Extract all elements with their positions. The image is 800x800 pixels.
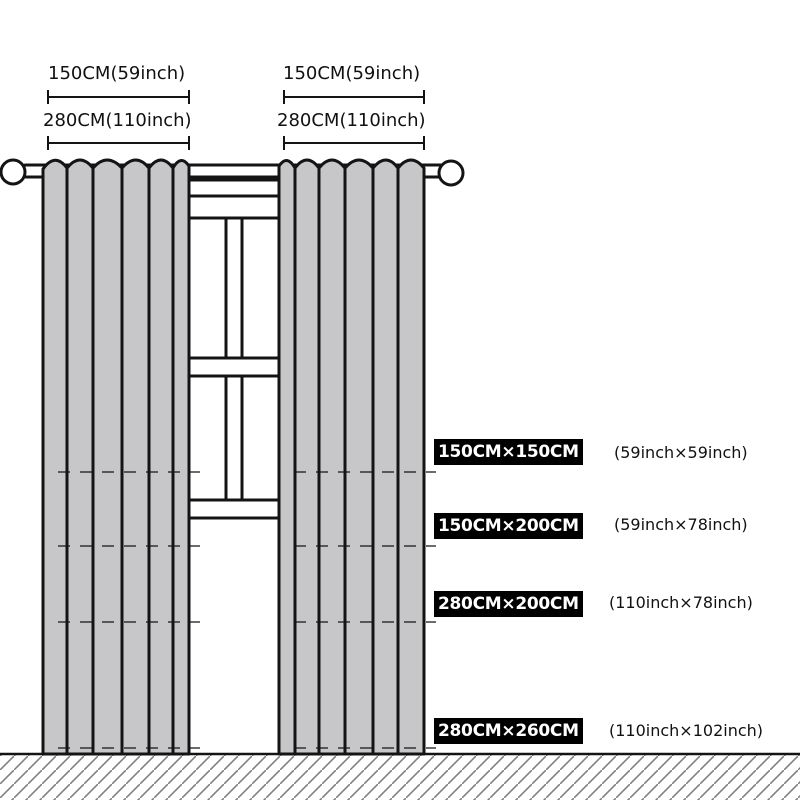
rod-finial-left [0, 158, 27, 186]
width-bracket-left-wide [47, 136, 190, 150]
size-imperial-label: (59inch×78inch) [614, 515, 748, 534]
floor [0, 752, 800, 800]
size-metric-label: 150CM×150CM [434, 439, 583, 465]
size-imperial-label: (110inch×78inch) [609, 593, 753, 612]
width-bracket-right-wide [283, 136, 425, 150]
size-metric-label: 280CM×200CM [434, 591, 583, 617]
size-imperial-label: (110inch×102inch) [609, 721, 764, 740]
window-frame [184, 168, 286, 520]
width-label-right-wide: 280CM(110inch) [277, 110, 426, 131]
rod-finial-right [437, 159, 465, 187]
curtain-left [41, 158, 191, 756]
width-bracket-left-narrow [47, 90, 190, 104]
width-label-left-narrow: 150CM(59inch) [48, 63, 186, 84]
size-metric-label: 280CM×260CM [434, 718, 583, 744]
size-imperial-label: (59inch×59inch) [614, 443, 748, 462]
length-markers [58, 471, 436, 749]
width-label-left-wide: 280CM(110inch) [43, 110, 192, 131]
curtain-right [277, 158, 426, 756]
width-bracket-right-narrow [283, 90, 425, 104]
width-label-right-narrow: 150CM(59inch) [283, 63, 421, 84]
size-metric-label: 150CM×200CM [434, 513, 583, 539]
